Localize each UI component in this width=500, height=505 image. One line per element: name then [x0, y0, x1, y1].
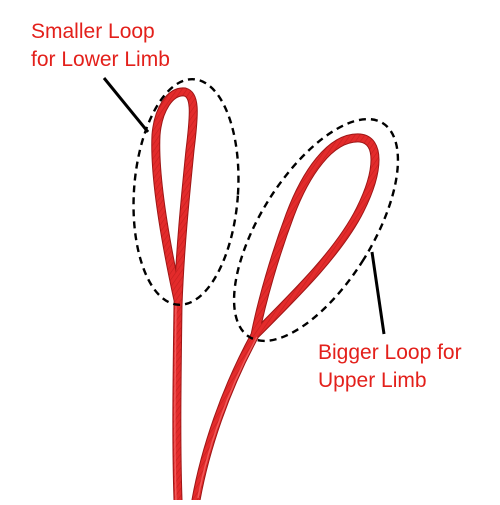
- bigger-loop-label-line1: Bigger Loop for: [318, 341, 462, 364]
- smaller-loop-label-line1: Smaller Loop: [31, 20, 155, 43]
- bigger-loop-label: Bigger Loop for Upper Limb: [318, 339, 462, 395]
- smaller-loop-label: Smaller Loop for Lower Limb: [31, 18, 170, 74]
- bigger-loop-label-line2: Upper Limb: [318, 369, 427, 392]
- smaller-loop-label-line2: for Lower Limb: [31, 48, 170, 71]
- bigger-loop-highlight-ellipse: [232, 117, 400, 343]
- smaller-loop-highlight-ellipse: [132, 78, 240, 306]
- bigger-loop-callout-line: [370, 251, 386, 335]
- bigger-loop-string: [191, 133, 380, 505]
- smaller-loop-string: [151, 87, 198, 505]
- smaller-loop-callout-line: [102, 77, 150, 133]
